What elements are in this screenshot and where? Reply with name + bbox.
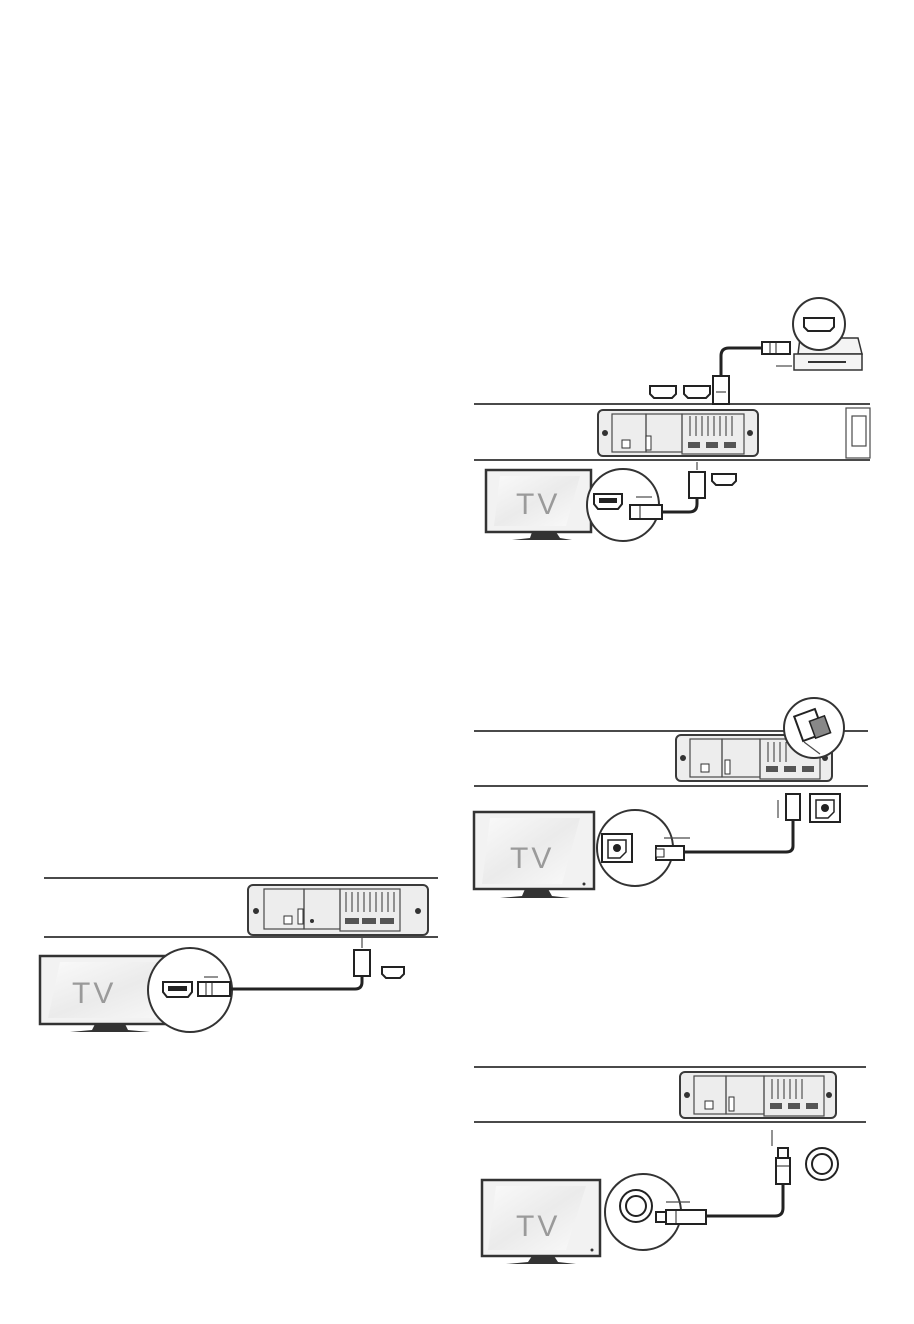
soundbar-rear-panel: [680, 1072, 836, 1118]
soundbar-rear-panel: [248, 885, 428, 935]
soundbar-rear-panel: [598, 410, 758, 456]
hdmi-plug-icon: [630, 505, 662, 519]
hdmi-port-icon: [804, 318, 834, 331]
tv-icon: TV: [486, 470, 591, 540]
tv-icon: TV: [474, 812, 594, 898]
tv-label: TV: [510, 842, 554, 875]
tv-label: TV: [516, 488, 560, 521]
tv-icon: TV: [482, 1180, 600, 1264]
coaxial-port-icon: [620, 1190, 652, 1222]
optical-plug-icon: [786, 794, 800, 820]
diagram-coaxial: TV: [474, 1067, 866, 1264]
rca-plug-icon: [656, 1210, 706, 1224]
hdmi-port-icon: [684, 386, 710, 398]
tv-label: TV: [516, 1210, 560, 1243]
hdmi-plug-icon: [713, 376, 729, 404]
hdmi-plug-icon: [198, 982, 230, 996]
coaxial-port-icon: [806, 1148, 838, 1180]
diagram-hdmi-arc: TV: [40, 878, 438, 1032]
hdmi-plug-icon: [689, 472, 705, 498]
tv-label: TV: [72, 977, 116, 1010]
hdmi-port-icon: [650, 386, 676, 398]
diagram-hdmi-in-out: TV: [474, 298, 870, 541]
diagram-optical: TV: [474, 698, 868, 898]
rca-plug-icon: [776, 1148, 790, 1184]
